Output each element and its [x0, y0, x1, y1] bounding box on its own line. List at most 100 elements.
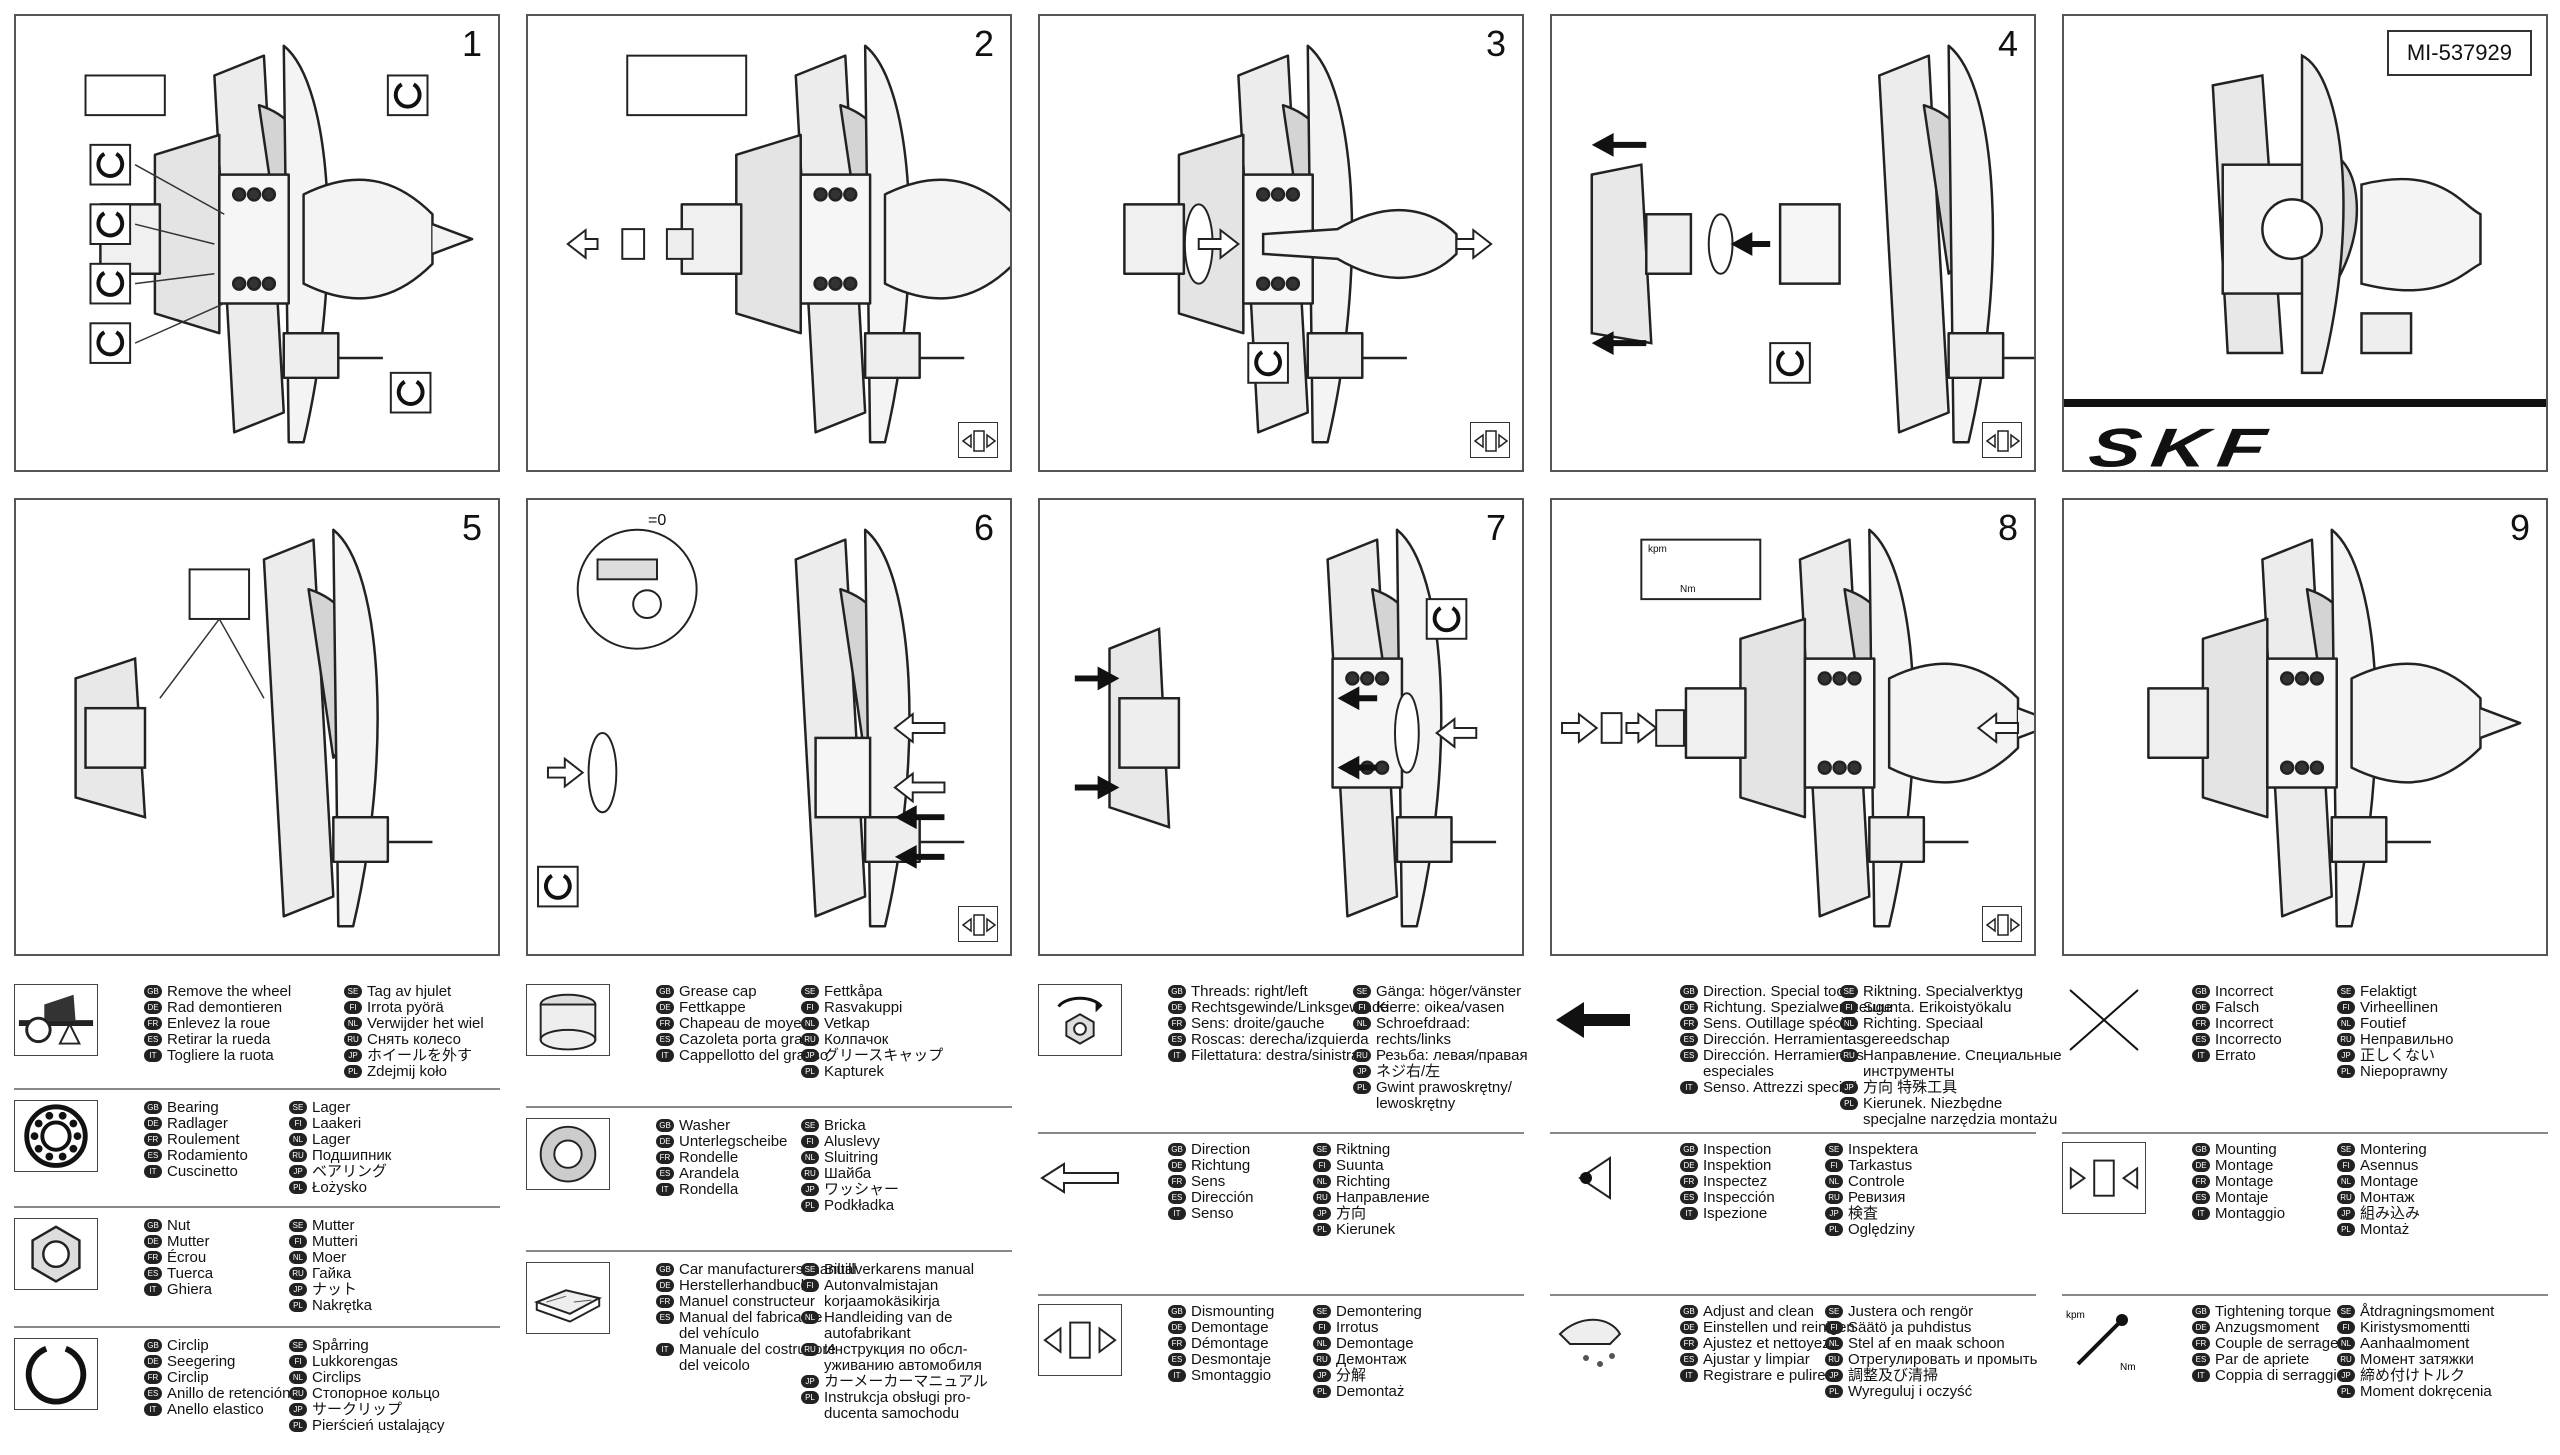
language-flag-icon: SE	[1313, 1305, 1331, 1318]
language-flag-icon: FI	[2337, 1321, 2355, 1334]
legend-text: Retirar la rueda	[167, 1031, 271, 1048]
language-flag-icon: SE	[1840, 985, 1858, 998]
language-flag-icon: SE	[1825, 1305, 1843, 1318]
language-flag-icon: JP	[1313, 1207, 1331, 1220]
circlip-icon	[14, 1338, 98, 1410]
language-flag-icon: ES	[1680, 1353, 1698, 1366]
legend-text: Demontaż	[1336, 1383, 1405, 1400]
language-flag-icon: IT	[1680, 1081, 1698, 1094]
step-panel-2: 2	[526, 14, 1012, 472]
legend-text: Incorrect	[2215, 983, 2274, 1000]
language-flag-icon: FI	[801, 1001, 819, 1014]
legend-text: Registrare e pulire	[1703, 1367, 1826, 1384]
legend-text: Инструкция по обсл-	[824, 1341, 968, 1358]
legend-text: Kierunek	[1336, 1221, 1396, 1238]
dismount-icon	[1038, 1304, 1122, 1376]
legend-text: Bearing	[167, 1099, 219, 1116]
language-flag-icon: FR	[1168, 1337, 1186, 1350]
legend-text: Roulement	[167, 1131, 240, 1148]
legend-text: 検査	[1848, 1205, 1879, 1222]
language-flag-icon: PL	[1825, 1223, 1843, 1236]
language-flag-icon: SE	[2337, 1143, 2355, 1156]
svg-text:Nm: Nm	[2120, 1362, 2136, 1373]
legend-text: Smontaggio	[1191, 1367, 1272, 1384]
language-flag-icon: ES	[656, 1033, 674, 1046]
legend-text: Колпачок	[824, 1031, 889, 1048]
language-flag-icon: JP	[1353, 1065, 1371, 1078]
skf-logo: SKF	[2085, 416, 2280, 472]
legend-text: Lukkorengas	[312, 1353, 398, 1370]
legend-text: Nut	[167, 1217, 191, 1234]
legend-text: ducenta samochodu	[824, 1405, 960, 1422]
language-flag-icon: NL	[801, 1151, 819, 1164]
step-illustration	[566, 44, 1010, 444]
legend-text: Riktning	[1336, 1141, 1391, 1158]
legend-text: Стопорное кольцо	[312, 1385, 440, 1402]
language-flag-icon: NL	[801, 1311, 819, 1324]
language-flag-icon: RU	[1825, 1191, 1843, 1204]
wheel-icon	[14, 984, 98, 1056]
legend-text: Niepoprawny	[2360, 1063, 2448, 1080]
language-flag-icon: FI	[2337, 1159, 2355, 1172]
legend-text: Gänga: höger/vänster	[1376, 983, 1522, 1000]
legend-text: del vehículo	[679, 1325, 760, 1342]
language-flag-icon: JP	[2337, 1049, 2355, 1062]
legend-text: Coppia di serraggio	[2215, 1367, 2346, 1384]
legend-text: Incorrecto	[2215, 1031, 2282, 1048]
legend-text: Bricka	[824, 1117, 866, 1134]
legend-text: Arandela	[679, 1165, 740, 1182]
legend-text: Rechtsgewinde/Linksgewinde	[1191, 999, 1389, 1016]
legend-text: rechts/links	[1376, 1031, 1452, 1048]
legend-text: Handleiding van de	[824, 1309, 953, 1326]
legend-text: Łożysko	[312, 1179, 368, 1196]
legend-text: Threads: right/left	[1191, 983, 1308, 1000]
inspect-icon	[1550, 1142, 1634, 1214]
legend-text: Dirección. Herramientas	[1703, 1047, 1864, 1064]
language-flag-icon: NL	[289, 1133, 307, 1146]
language-flag-icon: NL	[1313, 1337, 1331, 1350]
language-flag-icon: ES	[1168, 1191, 1186, 1204]
cap-icon	[526, 984, 610, 1056]
language-flag-icon: IT	[2192, 1207, 2210, 1220]
legend-text: Senso. Attrezzi speciali	[1703, 1079, 1858, 1096]
mount-icon	[2062, 1142, 2146, 1214]
language-flag-icon: NL	[2337, 1017, 2355, 1030]
legend-divider	[1038, 1294, 1524, 1296]
legend-text: Errato	[2215, 1047, 2256, 1064]
legend-text: Direction	[1191, 1141, 1251, 1158]
